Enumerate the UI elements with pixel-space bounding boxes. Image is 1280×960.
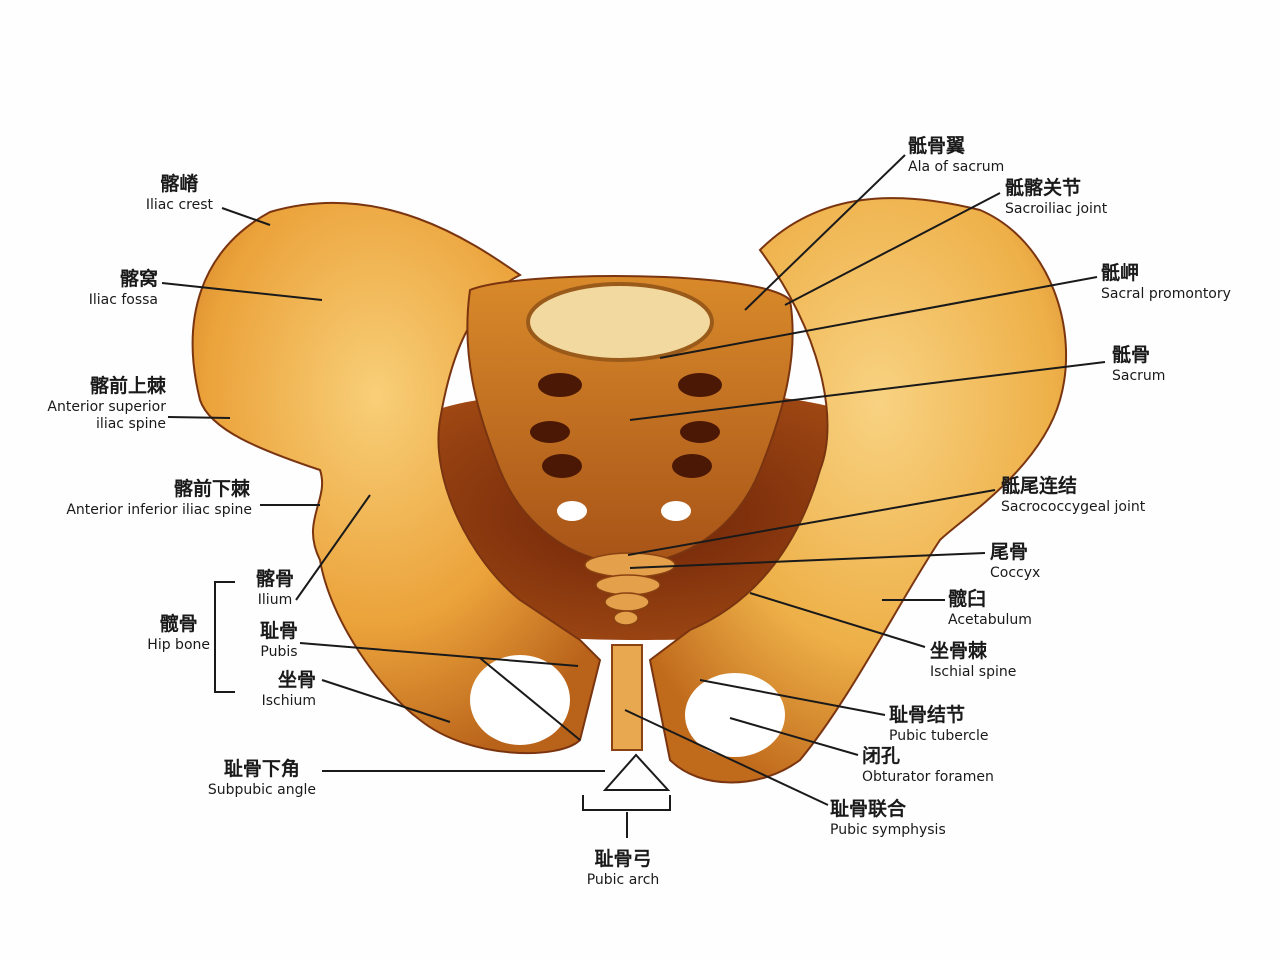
label-subpubic-angle: 耻骨下角 Subpubic angle [207, 758, 316, 798]
right-obturator-foramen [685, 673, 785, 757]
label-anterior-superior-iliac-spine: 髂前上棘 Anterior superior iliac spine [47, 375, 166, 432]
coccyx-shape [584, 552, 676, 626]
label-pubis: 耻骨 Pubis [259, 620, 298, 660]
label-pubic-arch: 耻骨弓 Pubic arch [586, 848, 660, 888]
label-acetabulum: 髋臼 Acetabulum [948, 588, 1032, 628]
label-ala-of-sacrum: 骶骨翼 Ala of sacrum [908, 135, 1005, 175]
label-sacroiliac-joint: 骶髂关节 Sacroiliac joint [1005, 177, 1108, 217]
label-coccyx: 尾骨 Coccyx [990, 541, 1041, 581]
label-obturator-foramen: 闭孔 Obturator foramen [862, 745, 994, 785]
label-pubic-symphysis: 耻骨联合 Pubic symphysis [830, 798, 946, 838]
label-iliac-fossa: 髂窝 Iliac fossa [88, 268, 158, 308]
pubic-symphysis-shape [611, 644, 643, 751]
label-sacral-promontory: 骶岬 Sacral promontory [1101, 262, 1231, 302]
label-sacrum: 骶骨 Sacrum [1112, 344, 1166, 384]
label-ischium: 坐骨 Ischium [261, 669, 316, 709]
sacral-promontory-disc [526, 282, 714, 362]
label-iliac-crest: 髂嵴 Iliac crest [145, 173, 213, 213]
label-sacrococcygeal-joint: 骶尾连结 Sacrococcygeal joint [1001, 475, 1146, 515]
sacral-foramina [530, 373, 722, 521]
label-pubic-tubercle: 耻骨结节 Pubic tubercle [889, 704, 989, 744]
left-obturator-foramen [470, 655, 570, 745]
label-anterior-inferior-iliac-spine: 髂前下棘 Anterior inferior iliac spine [66, 478, 252, 518]
label-ilium: 髂骨 Ilium [255, 568, 294, 608]
label-hip-bone: 髋骨 Hip bone [147, 613, 210, 653]
leader-lines [161, 154, 1106, 838]
right-ilium [648, 197, 1068, 784]
label-ischial-spine: 坐骨棘 Ischial spine [930, 640, 1017, 680]
